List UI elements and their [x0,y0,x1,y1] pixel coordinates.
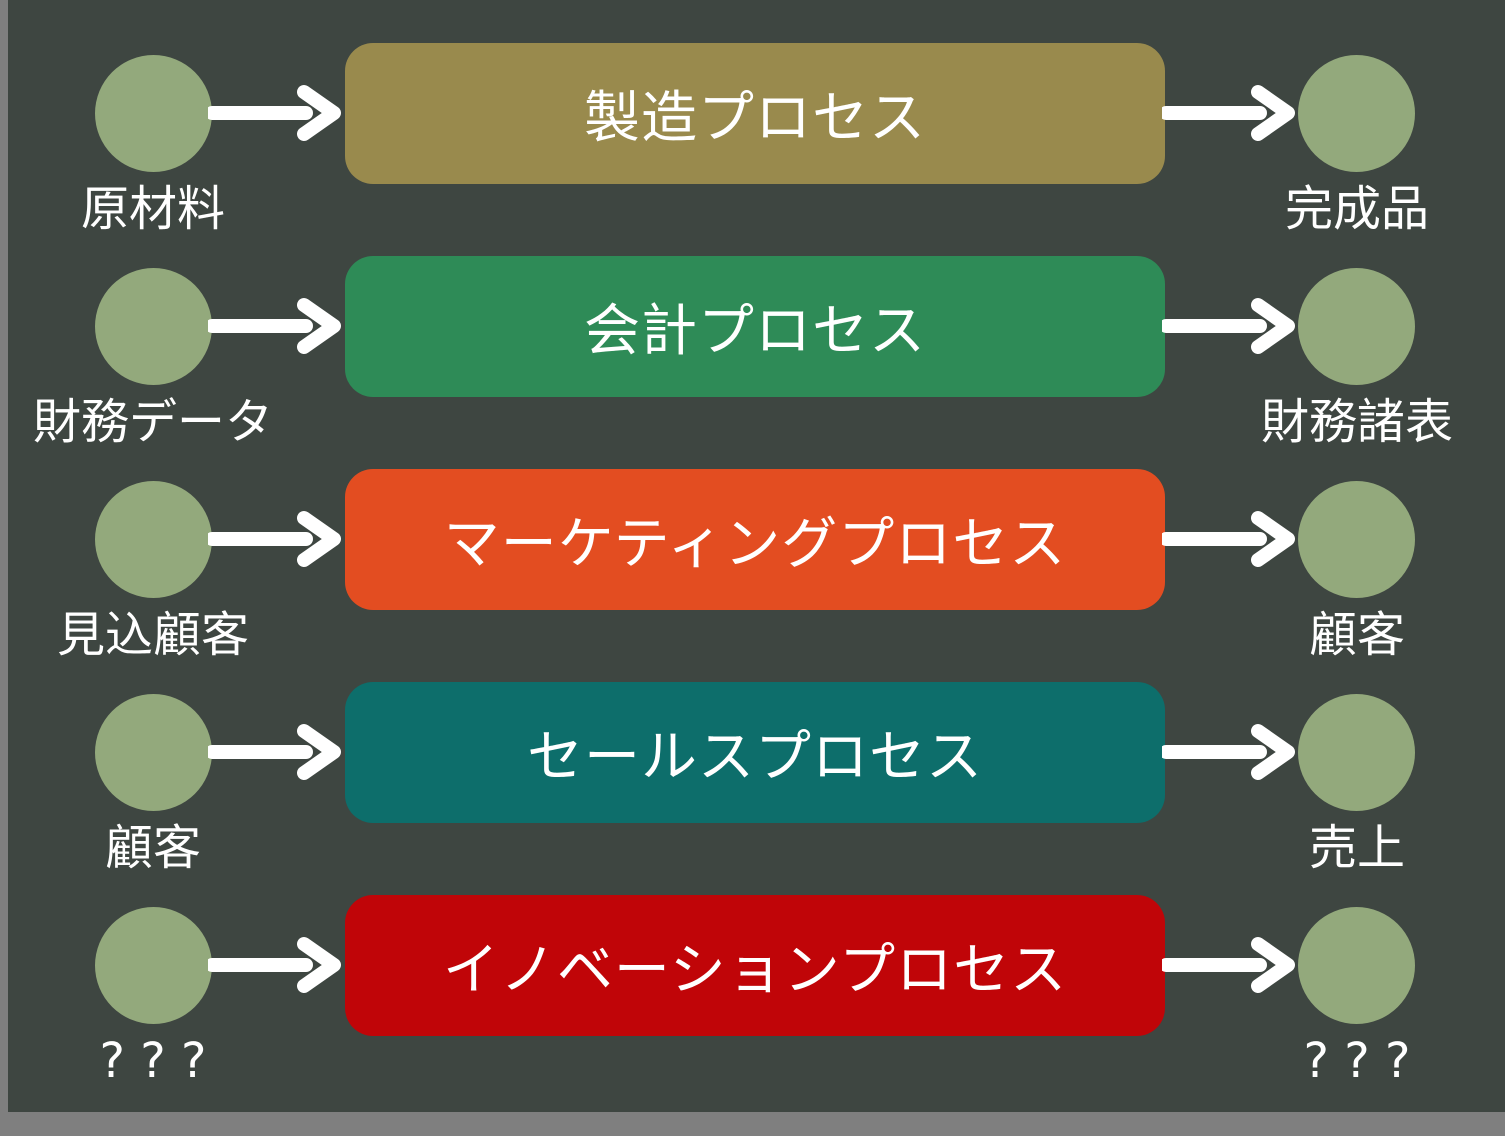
input-label: 顧客 [104,820,201,876]
arrow-right-icon [208,298,341,354]
output-label: 顧客 [1308,607,1405,663]
process-box: 製造プロセス [345,43,1165,184]
output-node-circle [1298,55,1415,172]
process-row: マーケティングプロセス 見込顧客 顧客 [0,426,1505,663]
arrow-right-icon [1162,511,1295,567]
process-row: 会計プロセス 財務データ 財務諸表 [0,213,1505,450]
process-label: 会計プロセス [584,299,926,364]
process-row: イノベーションプロセス ? ? ? ? ? ? [0,852,1505,1089]
input-node-circle [95,481,212,598]
process-box: セールスプロセス [345,682,1165,823]
arrow-right-icon [208,937,341,993]
input-label: 見込顧客 [56,607,249,663]
process-label: セールスプロセス [527,725,983,790]
process-box: 会計プロセス [345,256,1165,397]
output-label: 財務諸表 [1260,394,1453,450]
arrow-right-icon [208,85,341,141]
input-node-circle [95,907,212,1024]
input-node-circle [95,268,212,385]
process-row: 製造プロセス 原材料 完成品 [0,0,1505,237]
input-node-circle [95,694,212,811]
input-label: 原材料 [80,181,225,237]
output-label: 完成品 [1284,181,1429,237]
output-node-circle [1298,907,1415,1024]
arrow-right-icon [1162,724,1295,780]
left-frame-strip [0,0,8,1136]
input-label: 財務データ [32,394,273,450]
process-label: イノベーションプロセス [442,938,1068,1003]
output-node-circle [1298,481,1415,598]
output-node-circle [1298,268,1415,385]
arrow-right-icon [208,724,341,780]
input-node-circle [95,55,212,172]
process-box: マーケティングプロセス [345,469,1165,610]
output-node-circle [1298,694,1415,811]
process-label: マーケティングプロセス [443,512,1067,577]
bottom-frame-bar [0,1112,1505,1136]
output-label: ? ? ? [1303,1033,1411,1089]
process-row: セールスプロセス 顧客 売上 [0,639,1505,876]
process-label: 製造プロセス [584,86,926,151]
arrow-right-icon [1162,85,1295,141]
input-label: ? ? ? [99,1033,207,1089]
arrow-right-icon [208,511,341,567]
output-label: 売上 [1308,820,1405,876]
process-box: イノベーションプロセス [345,895,1165,1036]
arrow-right-icon [1162,298,1295,354]
arrow-right-icon [1162,937,1295,993]
